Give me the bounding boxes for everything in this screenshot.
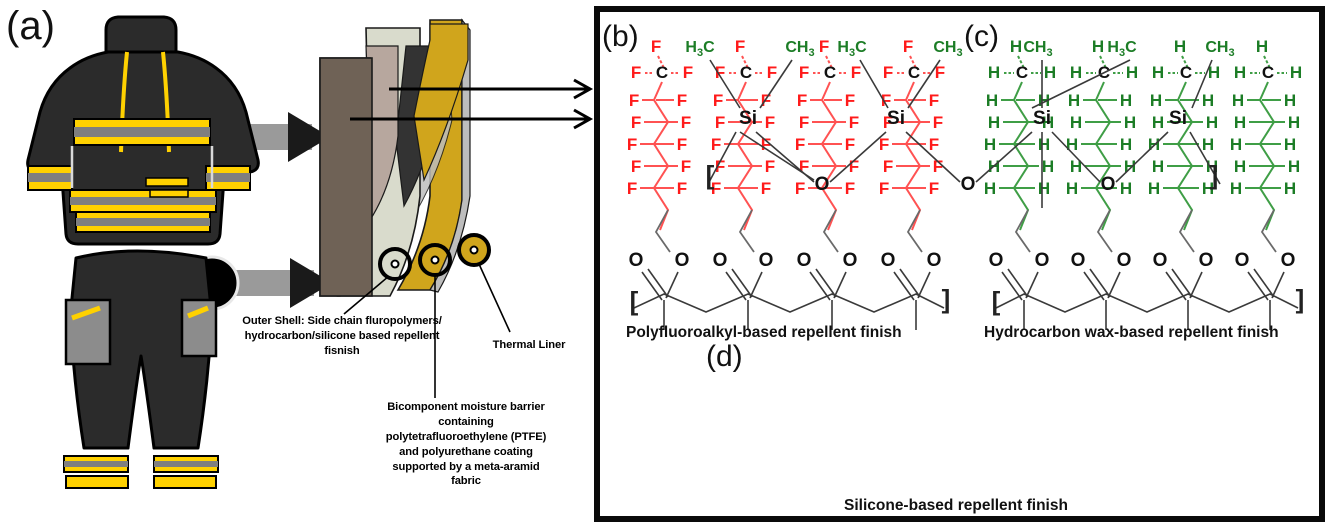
structures-frame: .atF{font-family:"Liberation Sans",sans-… [594, 6, 1325, 522]
structures-graphic: .atF{font-family:"Liberation Sans",sans-… [625, 36, 1305, 331]
panel-label-c: (c) [964, 20, 999, 53]
trouser-pockets [64, 298, 218, 366]
panel-a: Outer Shell: Side chain fluropolymers/ h… [0, 0, 596, 528]
methyl-1: H3C [685, 39, 715, 59]
panel-c-bracket-close: ] [1296, 284, 1305, 314]
thermal-liner-note: Thermal Liner [492, 339, 566, 351]
si-2: Si [887, 108, 905, 129]
arrow-top-head [573, 78, 594, 100]
panel-c-backbone [995, 293, 1299, 313]
si-3: Si [1033, 108, 1051, 129]
leader-outer-shell [343, 275, 390, 315]
moisture-barrier-note: Bicomponent moisture barrier containing … [385, 401, 547, 488]
si-1: Si [739, 108, 757, 129]
o-3: O [1101, 174, 1116, 195]
panel-b-bracket-close: ] [942, 284, 951, 314]
structure-arrows [350, 78, 594, 130]
fabric-layer-stack [319, 18, 471, 297]
methyl-7: CH3 [1205, 39, 1234, 59]
layer-markers [343, 233, 511, 398]
marker-outer-shell [378, 247, 412, 281]
arrow-bottom-head [573, 108, 594, 130]
trouser-hem-bands [63, 455, 219, 489]
leader-thermal-liner [478, 263, 511, 333]
panel-c-bracket-open: [ [992, 286, 1001, 316]
methyl-6: H3C [1107, 39, 1137, 59]
jacket-chest-band [73, 118, 211, 146]
si-4: Si [1169, 108, 1187, 129]
panel-b-structure: [ ] [625, 36, 951, 331]
panel-b-bracket-open: [ [630, 286, 639, 316]
thermal-liner-front [413, 23, 469, 183]
thermal-liner-underside [429, 18, 471, 293]
methyl-4: CH3 [933, 39, 962, 59]
panel-b-backbone [633, 293, 945, 313]
panel-d-bracket-close: ] [1210, 160, 1219, 190]
methyl-2: CH3 [785, 39, 814, 59]
o-2: O [961, 174, 976, 195]
panel-d-structure: H3C CH3 H3C CH3 CH3 H3C CH3 Si Si Si Si … [685, 39, 1235, 208]
panel-c-structure: [ ] [982, 36, 1305, 331]
panel-c-caption: Hydrocarbon wax-based repellent finish [984, 324, 1279, 341]
panel-label-d: (d) [706, 340, 743, 373]
o-1: O [815, 174, 830, 195]
panel-a-graphic [26, 15, 594, 489]
marker-moisture-barrier [418, 243, 452, 277]
jacket-detail-lines [70, 146, 214, 188]
jacket-cuffs [27, 165, 251, 191]
panel-d-bracket-open: [ [706, 160, 715, 190]
panel-d-bonds [707, 59, 1221, 208]
jacket-hem-bands [69, 177, 217, 233]
methyl-3: H3C [837, 39, 867, 59]
panel-b-caption: Polyfluoroalkyl-based repellent finish [626, 324, 902, 341]
outer-shell-note: Outer Shell: Side chain fluropolymers/ h… [242, 315, 442, 357]
panel-d-caption: Silicone-based repellent finish [844, 497, 1068, 514]
panel-label-a: (a) [6, 4, 55, 48]
methyl-5: CH3 [1023, 39, 1052, 59]
panel-label-b: (b) [602, 20, 639, 53]
